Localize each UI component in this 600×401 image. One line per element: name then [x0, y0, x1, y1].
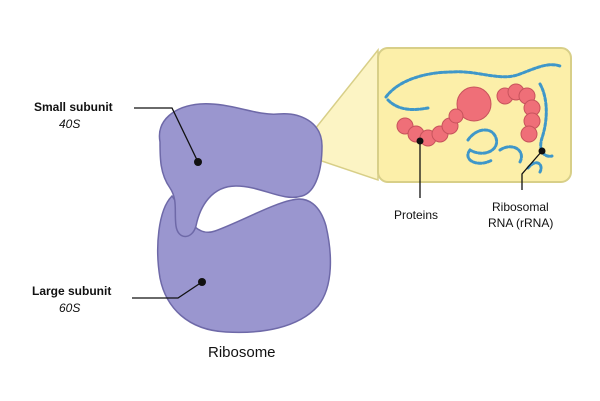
rrna-label-line2: RNA (rRNA)	[488, 216, 554, 230]
large-subunit-label: Large subunit	[32, 284, 112, 298]
proteins-label: Proteins	[394, 208, 439, 222]
ribosome-label: Ribosome	[208, 344, 276, 361]
small-subunit-shape	[158, 103, 323, 238]
protein-ball	[456, 86, 492, 122]
small-subunit-size: 40S	[59, 117, 81, 131]
leader-lines	[132, 107, 543, 299]
leader-dots	[194, 137, 546, 286]
rrna-label-line1: Ribosomal	[492, 200, 549, 214]
large-subunit-shape	[156, 194, 332, 334]
small-subunit-label: Small subunit	[34, 100, 113, 114]
protein-molecules	[396, 83, 541, 147]
rrna-strands	[384, 63, 562, 174]
large-subunit-size: 60S	[59, 301, 81, 315]
